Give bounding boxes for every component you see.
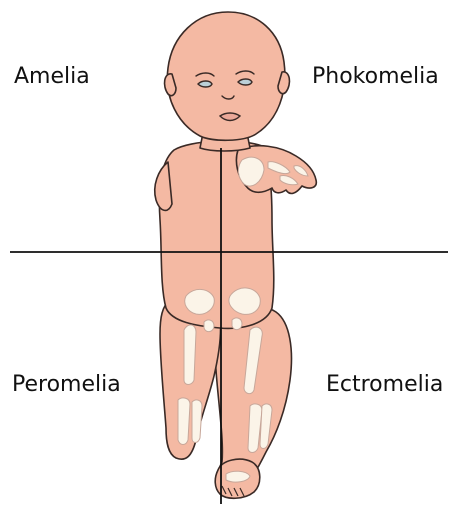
label-peromelia: Peromelia bbox=[12, 372, 121, 397]
shin-left-bone bbox=[178, 398, 190, 445]
eye-right-icon bbox=[238, 79, 252, 85]
femur-left-bone bbox=[184, 325, 196, 385]
eye-left-icon bbox=[198, 81, 212, 87]
knee-left-bone bbox=[204, 320, 214, 332]
label-ectromelia: Ectromelia bbox=[326, 372, 443, 397]
head bbox=[167, 12, 285, 140]
arm-stump-left bbox=[155, 162, 172, 210]
pelvis-left-bone bbox=[185, 289, 215, 314]
foot-bone bbox=[226, 471, 250, 482]
knee-right-bone bbox=[232, 318, 242, 330]
label-phokomelia: Phokomelia bbox=[312, 64, 439, 89]
shin-left-bone-2 bbox=[192, 400, 202, 443]
label-amelia: Amelia bbox=[14, 64, 90, 89]
